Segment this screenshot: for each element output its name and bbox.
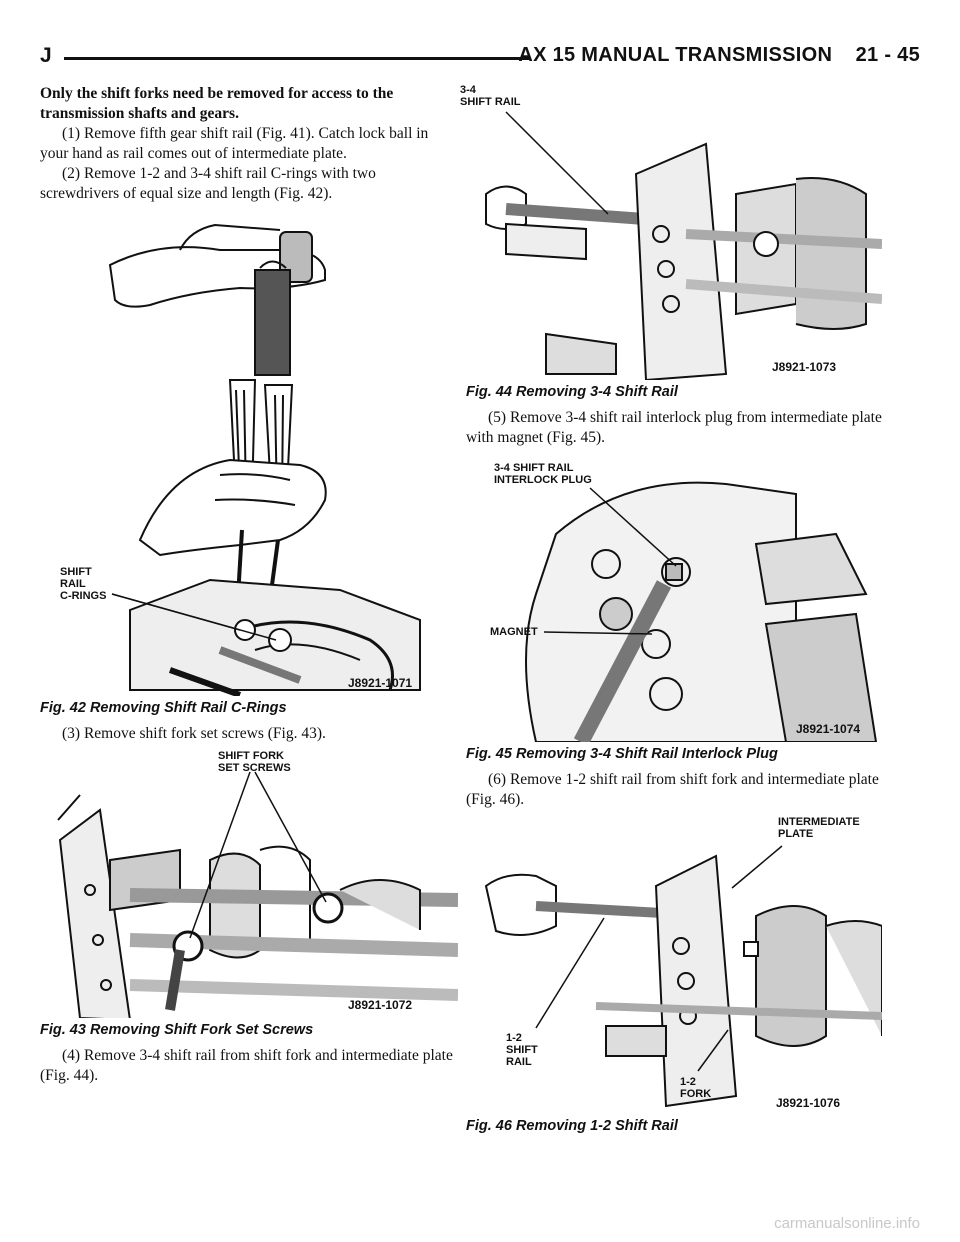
figure-46-plate-label: INTERMEDIATE PLATE (778, 816, 860, 840)
watermark: carmanualsonline.info (774, 1215, 920, 1232)
figure-43-code: J8921-1072 (348, 998, 413, 1012)
figure-46-fork-label: 1-2 FORK (680, 1076, 711, 1100)
figure-42-code: J8921-1071 (348, 676, 413, 690)
figure-43-caption: Fig. 43 Removing Shift Fork Set Screws (40, 1022, 314, 1038)
header-title: AX 15 MANUAL TRANSMISSION 21 - 45 (518, 44, 920, 67)
right-column: 3-4 SHIFT RAIL J8921-1073 Fig. 44 Removi… (460, 84, 882, 1142)
intro-paragraph: Only the shift forks need be removed for… (40, 85, 394, 122)
figure-46-code: J8921-1076 (776, 1096, 841, 1110)
left-column: Only the shift forks need be removed for… (40, 84, 458, 1086)
figure-45-label-line-1: 3-4 SHIFT RAIL (494, 462, 574, 474)
figure-45-magnet-label: MAGNET (490, 626, 538, 638)
figure-43-label-line-1: SHIFT FORK (218, 750, 284, 762)
figure-43: SHIFT FORK SET SCREWS J8921-1072 (40, 750, 458, 1018)
figure-46-fork-label-line-2: FORK (680, 1088, 712, 1100)
figure-42-label-line-3: C-RINGS (60, 590, 107, 602)
figure-45-label-line-2: INTERLOCK PLUG (494, 474, 592, 486)
step-2: (2) Remove 1-2 and 3-4 shift rail C-ring… (40, 165, 376, 202)
step-3: (3) Remove shift fork set screws (Fig. 4… (62, 725, 326, 742)
figure-45-code: J8921-1074 (796, 722, 861, 736)
figure-46-rail-label-line-2: SHIFT (506, 1044, 538, 1056)
figure-42-label: SHIFT RAIL C-RINGS (60, 566, 106, 602)
figure-44-label-line-2: SHIFT RAIL (460, 96, 521, 108)
header-rule (64, 57, 530, 60)
page-header: J AX 15 MANUAL TRANSMISSION 21 - 45 (40, 44, 920, 72)
figure-44-label-line-1: 3-4 (460, 84, 476, 96)
figure-44-illustration (485, 111, 882, 380)
figure-42-label-line-1: SHIFT (60, 566, 92, 578)
step-4: (4) Remove 3-4 shift rail from shift for… (40, 1047, 453, 1084)
figure-46-plate-label-line-1: INTERMEDIATE (778, 816, 860, 828)
figure-46-rail-label-line-1: 1-2 (506, 1032, 522, 1044)
figure-42: SHIFT RAIL C-RINGS J8921-1071 (40, 210, 458, 696)
figure-44-code: J8921-1073 (772, 360, 837, 374)
figure-46-fork-label-line-1: 1-2 (680, 1076, 696, 1088)
header-letter: J (40, 44, 52, 67)
figure-42-label-line-2: RAIL (60, 578, 86, 590)
figure-45-illustration (525, 481, 878, 742)
figure-46: INTERMEDIATE PLATE 1-2 SHIFT RAIL 1-2 FO… (466, 816, 882, 1114)
step-6: (6) Remove 1-2 shift rail from shift for… (466, 771, 879, 808)
figure-44-caption: Fig. 44 Removing 3-4 Shift Rail (466, 384, 678, 400)
figure-44-label: 3-4 SHIFT RAIL (460, 84, 521, 108)
figure-43-label-line-2: SET SCREWS (218, 762, 291, 774)
figure-46-illustration (484, 845, 882, 1108)
figure-42-illustration (108, 223, 421, 696)
step-5: (5) Remove 3-4 shift rail interlock plug… (466, 409, 882, 446)
figure-46-rail-label: 1-2 SHIFT RAIL (506, 1032, 538, 1068)
header-page-number: 21 - 45 (855, 44, 920, 66)
figure-43-illustration (57, 771, 458, 1018)
step-1: (1) Remove fifth gear shift rail (Fig. 4… (40, 125, 429, 162)
figure-46-rail-label-line-3: RAIL (506, 1056, 532, 1068)
figure-46-plate-label-line-2: PLATE (778, 828, 814, 840)
figure-45: 3-4 SHIFT RAIL INTERLOCK PLUG MAGNET J89… (466, 454, 882, 742)
figure-45-label: 3-4 SHIFT RAIL INTERLOCK PLUG (494, 462, 592, 486)
figure-44: 3-4 SHIFT RAIL J8921-1073 (460, 84, 882, 380)
figure-45-caption: Fig. 45 Removing 3-4 Shift Rail Interloc… (466, 746, 778, 762)
figure-43-label: SHIFT FORK SET SCREWS (218, 750, 291, 774)
figure-42-caption: Fig. 42 Removing Shift Rail C-Rings (40, 700, 287, 716)
figure-46-caption: Fig. 46 Removing 1-2 Shift Rail (466, 1118, 678, 1134)
header-section-title: AX 15 MANUAL TRANSMISSION (518, 44, 833, 66)
